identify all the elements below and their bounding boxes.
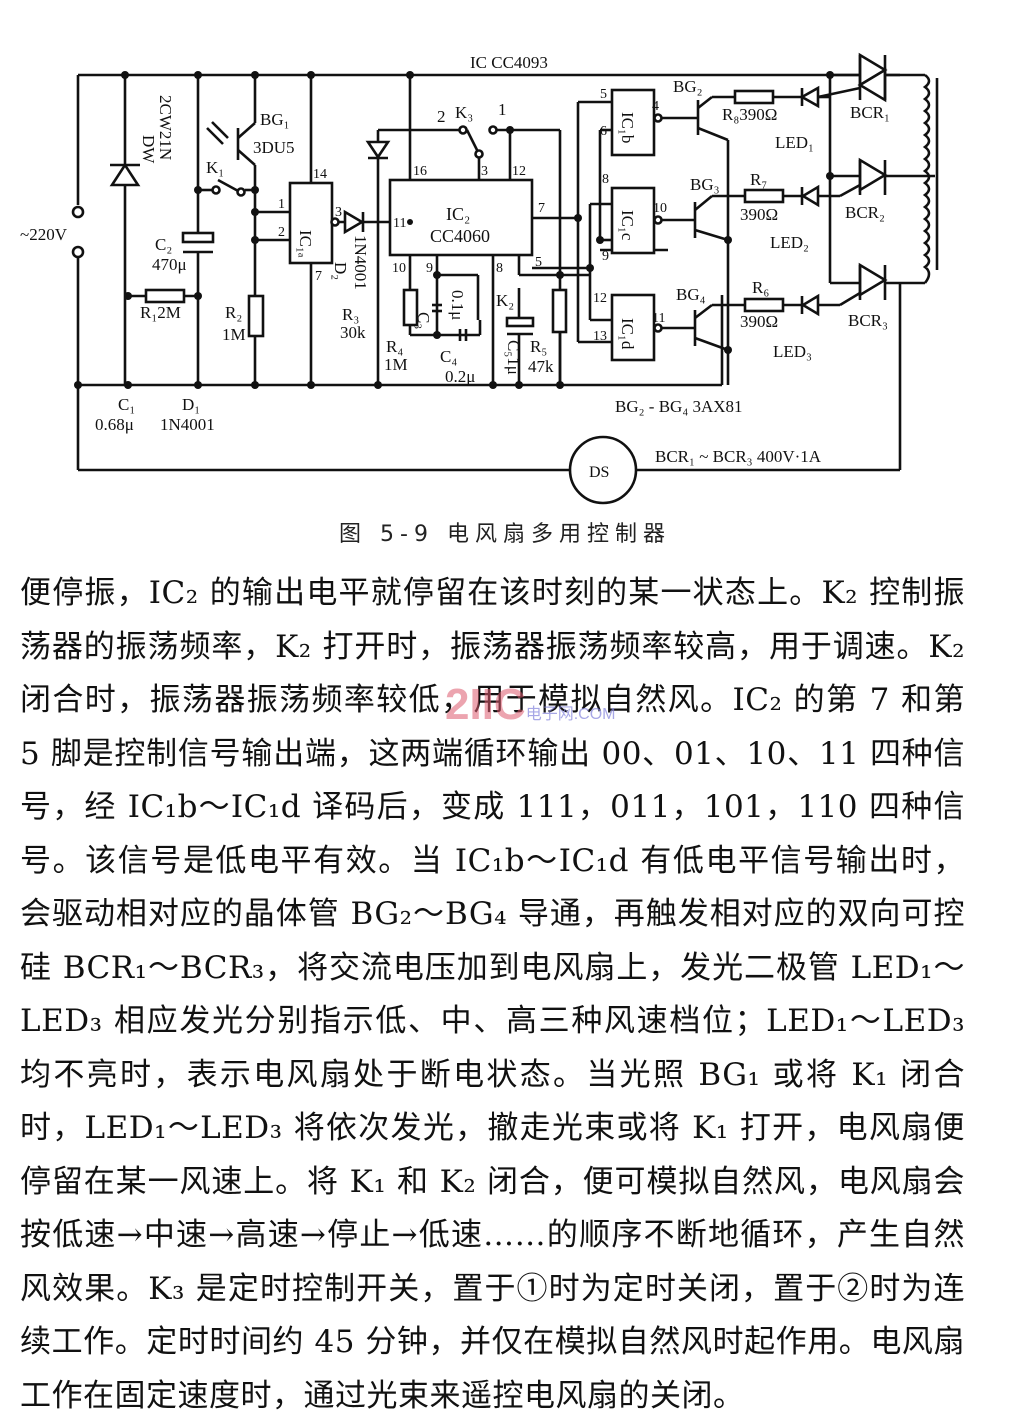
r8-label: R₈390Ω bbox=[722, 105, 777, 124]
pin-label: 4 bbox=[652, 99, 659, 114]
bg1-label: BG₁ bbox=[260, 110, 290, 129]
pin-label: 5 bbox=[600, 87, 607, 102]
r6-label: R₆ bbox=[752, 278, 769, 297]
bcr-note: BCR₁ ~ BCR₃ 400V·1A bbox=[655, 447, 822, 466]
r2-label: R₂ bbox=[225, 303, 242, 322]
pin-label: 7 bbox=[538, 201, 545, 216]
bg1-part-label: 3DU5 bbox=[253, 138, 295, 157]
bg2-label: BG₂ bbox=[673, 77, 703, 96]
pin-label: 11 bbox=[393, 216, 406, 231]
bcr2-label: BCR₂ bbox=[845, 203, 885, 222]
pin-label: 7 bbox=[315, 269, 322, 284]
pin-label: 1 bbox=[278, 197, 285, 212]
c1-label: C₁ bbox=[118, 395, 135, 414]
c5-label: C₅1μ bbox=[504, 340, 523, 375]
pin-label: 8 bbox=[602, 172, 609, 187]
pin-label: 16 bbox=[413, 164, 427, 179]
k3-label: K₃ bbox=[455, 103, 473, 122]
dw-label: DW bbox=[139, 135, 158, 164]
d1-label: D₁ bbox=[182, 395, 200, 414]
motor-label: DS bbox=[589, 464, 609, 481]
pin-label: 3 bbox=[335, 205, 342, 220]
ic2-part-label: CC4060 bbox=[430, 226, 490, 246]
pin-label: 12 bbox=[512, 164, 526, 179]
bcr3-label: BCR₃ bbox=[848, 311, 888, 330]
c4-value: 0.2μ bbox=[445, 367, 475, 386]
r4-label: R₄ bbox=[386, 337, 403, 356]
ic1d-label: IC₁d bbox=[618, 318, 637, 350]
pin-label: 12 bbox=[593, 291, 607, 306]
pin-label: 11 bbox=[652, 311, 665, 326]
led1-label: LED₁ bbox=[775, 133, 814, 152]
pin-label: 9 bbox=[426, 261, 433, 276]
r1-label: R₁2M bbox=[140, 303, 181, 322]
pin-label: 6 bbox=[600, 124, 607, 139]
pin-label: 5 bbox=[535, 255, 542, 270]
pin-label: 13 bbox=[593, 329, 607, 344]
r3-value: 30k bbox=[340, 323, 366, 342]
watermark-main: 2IIC bbox=[445, 680, 526, 729]
bg3-label: BG₃ bbox=[690, 175, 720, 194]
c3-label: C₃ bbox=[414, 312, 433, 329]
led3-label: LED₃ bbox=[773, 342, 812, 361]
watermark-logo: 2IIC电子网.COM bbox=[445, 680, 615, 730]
circuit-schematic: IC CC4093 ~220V DW 2CW21N BG₁ 3DU5 K₁ C₂… bbox=[20, 52, 939, 505]
r6-value: 390Ω bbox=[740, 312, 778, 331]
ic1b-label: IC₁b bbox=[618, 112, 637, 143]
bg4-label: BG₄ bbox=[676, 285, 706, 304]
pin-label: 14 bbox=[313, 167, 327, 182]
ic1c-label: IC₁c bbox=[618, 210, 637, 241]
d2-part-label: 1N4001 bbox=[351, 235, 370, 290]
c2-value: 470μ bbox=[152, 255, 187, 274]
r5-label: R₅ bbox=[530, 337, 547, 356]
c4-label: C₄ bbox=[440, 347, 457, 366]
ic2-label: IC₂ bbox=[446, 204, 470, 224]
ic1a-label: IC₁ₐ bbox=[296, 230, 315, 258]
ic1-label: IC CC4093 bbox=[470, 53, 548, 72]
c2-label: C₂ bbox=[155, 235, 172, 254]
bcr1-label: BCR₁ bbox=[850, 103, 890, 122]
pin-label: 10 bbox=[392, 261, 406, 276]
k3-position-2: 2 bbox=[437, 107, 446, 126]
d1-part-label: 1N4001 bbox=[160, 415, 215, 434]
bg-transistor-note: BG₂ - BG₄ 3AX81 bbox=[615, 397, 743, 416]
dw-part-label: 2CW21N bbox=[156, 95, 175, 160]
pin-label: 3 bbox=[481, 164, 488, 179]
figure-caption: 图 5-9 电风扇多用控制器 bbox=[339, 522, 671, 547]
c3-value: 0.1μ bbox=[448, 290, 467, 320]
k1-label: K₁ bbox=[206, 158, 224, 177]
pin-label: 8 bbox=[496, 261, 503, 276]
r4-value: 1M bbox=[384, 355, 408, 374]
watermark-sub: 电子网.COM bbox=[525, 706, 616, 723]
pin-label: 9 bbox=[602, 249, 609, 264]
k3-position-1: 1 bbox=[498, 100, 507, 119]
r7-value: 390Ω bbox=[740, 205, 778, 224]
supply-label: ~220V bbox=[20, 225, 68, 244]
r5-value: 47k bbox=[528, 357, 554, 376]
d2-label: D₂ bbox=[331, 262, 350, 280]
pin-label: 2 bbox=[278, 225, 285, 240]
r2-value: 1M bbox=[222, 325, 246, 344]
led2-label: LED₂ bbox=[770, 233, 809, 252]
r7-label: R₇ bbox=[750, 170, 767, 189]
pin-label: 10 bbox=[653, 201, 667, 216]
k2-label: K₂ bbox=[496, 291, 514, 310]
r3-label: R₃ bbox=[342, 305, 359, 324]
c1-value: 0.68μ bbox=[95, 415, 134, 434]
